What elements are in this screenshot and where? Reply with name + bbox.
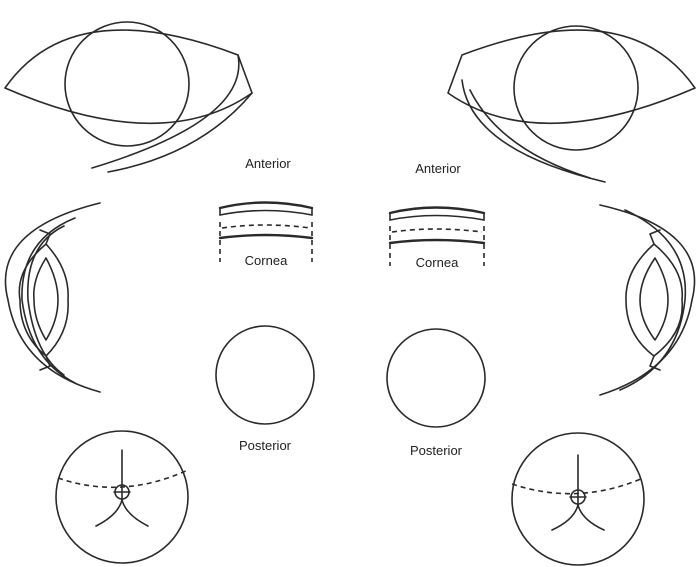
left-posterior-label: Posterior (239, 438, 292, 453)
right-cornea-label: Cornea (416, 255, 459, 270)
right-posterior-label: Posterior (410, 443, 463, 458)
right-eye-front-view (448, 26, 695, 182)
left-posterior-circle (216, 326, 314, 424)
right-center-column: Anterior Cornea Posterior (387, 161, 485, 458)
left-eye-side-profile (5, 203, 100, 392)
right-posterior-circle (387, 329, 485, 427)
right-anterior-label: Anterior (415, 161, 461, 176)
left-center-column: Anterior Cornea Posterior (216, 156, 314, 453)
left-anterior-label: Anterior (245, 156, 291, 171)
right-iris-circle (514, 26, 638, 150)
left-eye-front-view (5, 22, 252, 172)
left-iris-circle (65, 22, 189, 146)
left-cornea-label: Cornea (245, 253, 288, 268)
right-suture-circle (512, 433, 644, 565)
right-eye-side-profile (600, 205, 695, 395)
left-suture-circle (56, 431, 188, 563)
